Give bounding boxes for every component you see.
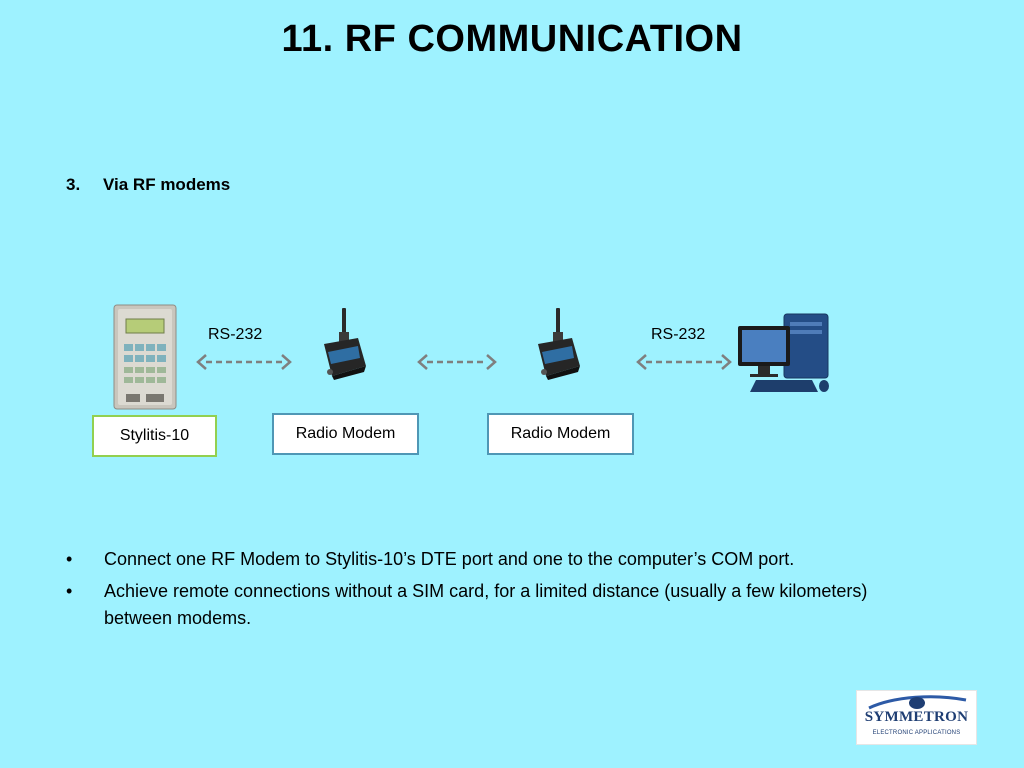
bidirectional-arrow-icon [636,354,732,370]
bullet-marker: • [66,549,73,569]
section-label: Via RF modems [103,175,231,194]
device-label-radio-modem: Radio Modem [272,413,419,455]
bidirectional-arrow-icon [417,354,497,370]
link-label-rs232: RS-232 [208,326,263,343]
device-label-stylitis: Stylitis-10 [92,415,217,457]
bidirectional-arrow-icon [196,354,292,370]
bullet-text: Achieve remote connections without a SIM… [104,581,868,628]
computer-icon [738,313,829,392]
logo-tagline: ELECTRONIC APPLICATIONS [872,730,961,736]
symmetron-logo: SYMMETRON ELECTRONIC APPLICATIONS [856,690,977,745]
list-item: • Connect one RF Modem to Stylitis-10’s … [66,546,916,573]
bullet-marker: • [66,581,73,601]
stylitis-device-icon [113,304,177,410]
swoosh-icon [868,695,967,710]
list-item: • Achieve remote connections without a S… [66,578,916,632]
bullet-text: Connect one RF Modem to Stylitis-10’s DT… [104,549,795,569]
link-label-rs232: RS-232 [651,326,706,343]
section-heading: 3. Via RF modems [66,175,230,195]
section-number: 3. [66,175,81,194]
logo-brand: SYMMETRON [864,709,969,725]
bullet-list: • Connect one RF Modem to Stylitis-10’s … [66,546,916,637]
slide-title: 11. RF COMMUNICATION [281,18,743,60]
radio-modem-icon [324,308,366,380]
device-label-radio-modem: Radio Modem [487,413,634,455]
radio-modem-icon [538,308,580,380]
